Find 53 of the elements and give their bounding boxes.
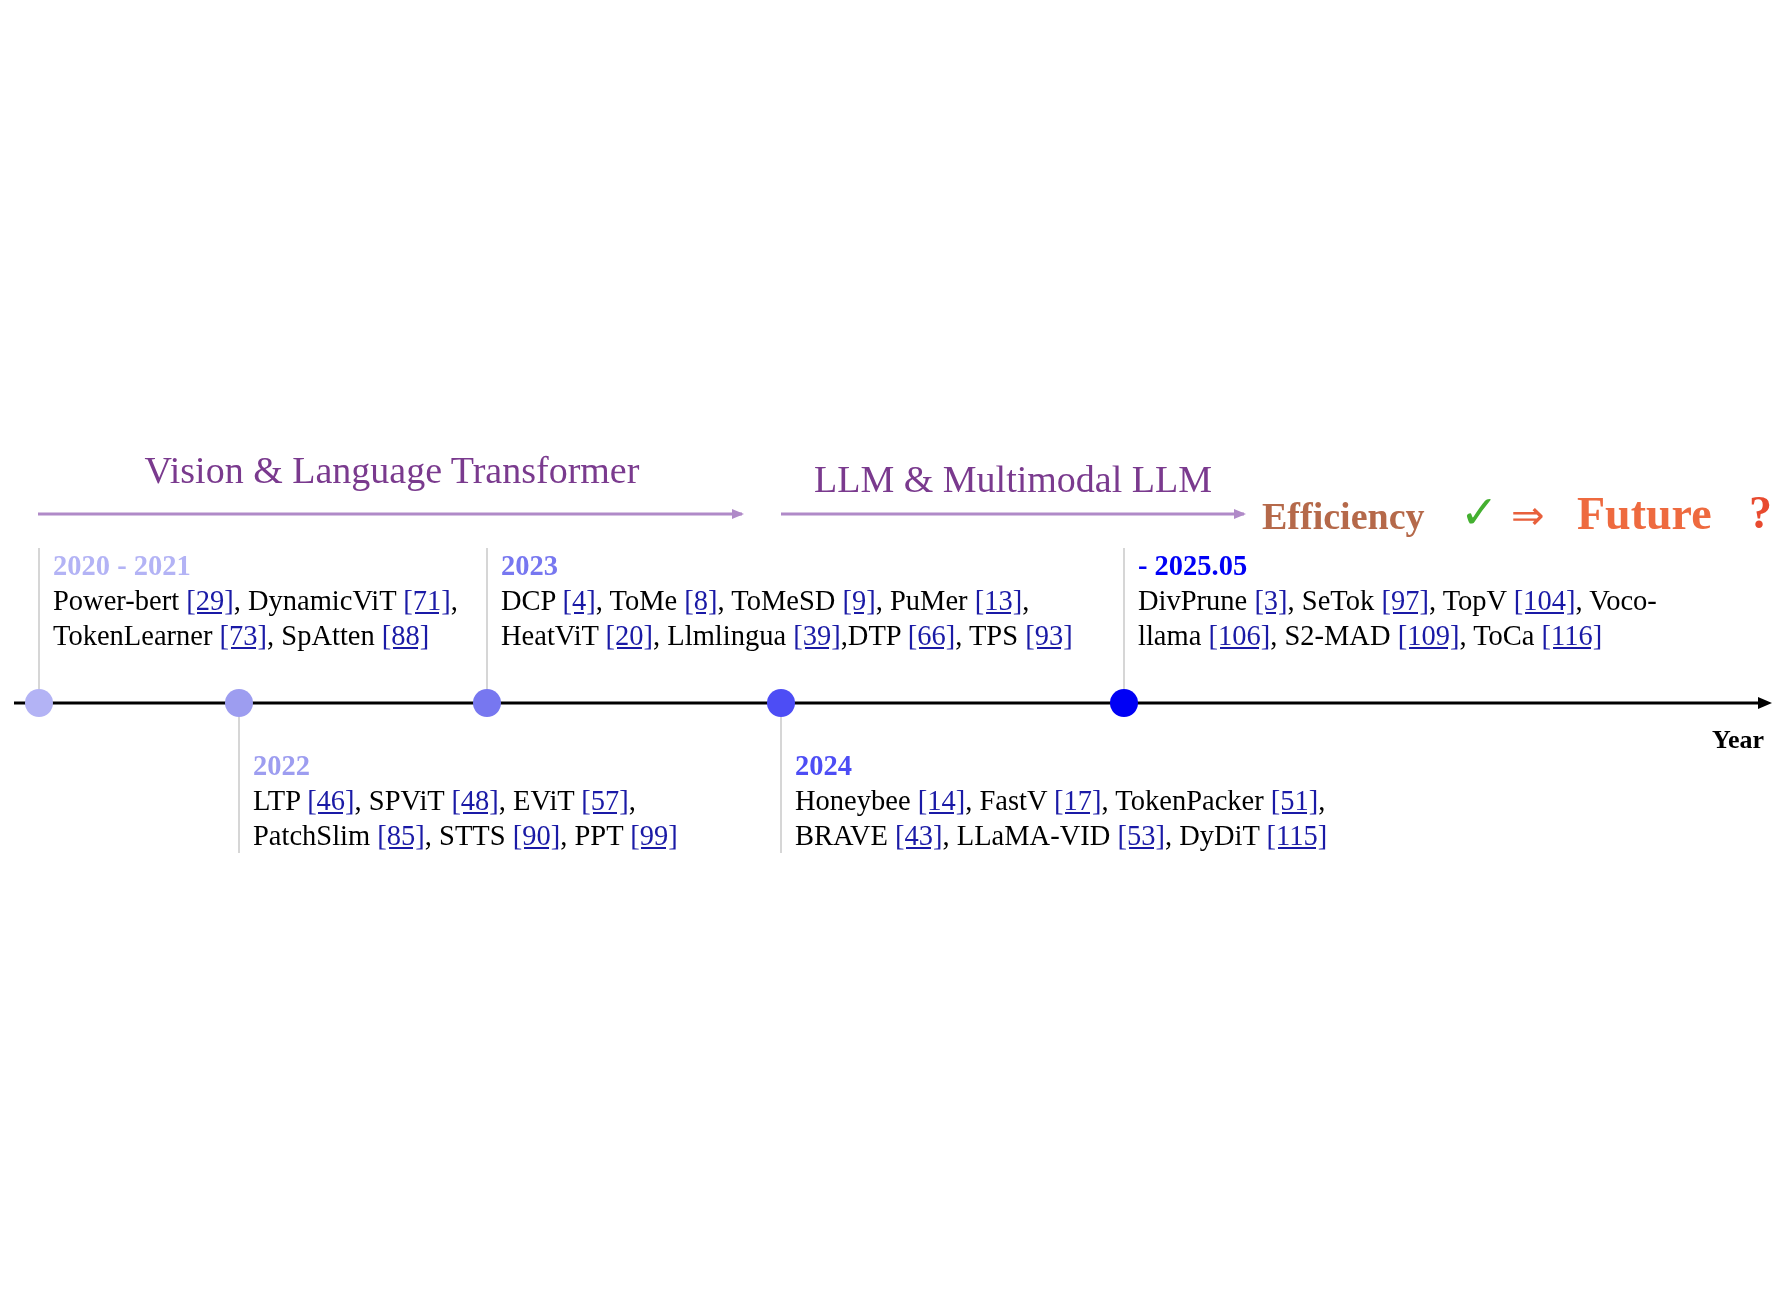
method-list: Power-bert [29], DynamicViT [71], TokenLearner [73], SpAtten [88]: [53, 583, 469, 653]
citation-link: [9]: [842, 585, 876, 616]
citation-link: [48]: [451, 785, 499, 816]
leader-line: [486, 547, 488, 690]
leader-line: [780, 716, 782, 854]
method-list: Honeybee [14], FastV [17], TokenPacker [51], BRAVE [43], LLaMA-VID [53], DyDiT [115]: [795, 783, 1351, 853]
citation-link: [73]: [219, 620, 268, 651]
implies-symbol: ⇒: [1511, 496, 1545, 536]
citation-link: [57]: [581, 785, 629, 816]
year-heading: 2022: [253, 749, 311, 783]
leader-line: [238, 716, 240, 854]
citation-link: [46]: [307, 785, 355, 816]
citation-link: [4]: [562, 585, 596, 616]
citation-link: [66]: [907, 620, 956, 651]
axis-label: Year: [1712, 727, 1764, 753]
citation-link: [93]: [1025, 620, 1073, 651]
check-mark: ✓: [1460, 490, 1499, 536]
leader-line: [38, 547, 40, 690]
citation-link: [29]: [186, 585, 234, 616]
leader-line: [1123, 547, 1125, 690]
efficiency-label: Efficiency: [1262, 497, 1425, 535]
year-heading: 2023: [501, 549, 559, 583]
method-list: DCP [4], ToMe [8], ToMeSD [9], PuMer [13], HeatViT [20], Llmlingua [39],DTP [66], TPS [93]: [501, 583, 1097, 653]
citation-link: [53]: [1117, 820, 1165, 851]
citation-link: [115]: [1266, 820, 1328, 851]
citation-link: [88]: [381, 620, 430, 651]
citation-link: [8]: [684, 585, 718, 616]
method-list: LTP [46], SPViT [48], EViT [57], PatchSlim [85], STTS [90], PPT [99]: [253, 783, 689, 853]
method-list: DivPrune [3], SeTok [97], TopV [104], Voco-llama [106], S2-MAD [109], ToCa [116]: [1138, 583, 1694, 653]
citation-link: [20]: [605, 620, 654, 651]
citation-link: [51]: [1270, 785, 1319, 816]
citation-link: [13]: [974, 585, 1023, 616]
citation-link: [17]: [1054, 785, 1102, 816]
question-mark: ?: [1749, 490, 1772, 536]
section-heading: LLM & Multimodal LLM: [814, 460, 1212, 498]
year-heading: 2024: [795, 749, 853, 783]
citation-link: [3]: [1254, 585, 1288, 616]
citation-link: [116]: [1541, 620, 1603, 651]
citation-link: [85]: [377, 820, 425, 851]
citation-link: [97]: [1381, 585, 1429, 616]
citation-link: [14]: [917, 785, 966, 816]
citation-link: [104]: [1513, 585, 1576, 616]
citation-link: [43]: [895, 820, 943, 851]
citation-link: [109]: [1397, 620, 1460, 651]
year-heading: 2020 - 2021: [53, 549, 192, 583]
year-heading: - 2025.05: [1138, 549, 1249, 583]
citation-link: [90]: [512, 820, 561, 851]
future-label: Future: [1577, 491, 1712, 537]
section-heading: Vision & Language Transformer: [144, 451, 640, 489]
citation-link: [99]: [630, 820, 678, 851]
citation-link: [39]: [793, 620, 841, 651]
citation-link: [71]: [403, 585, 451, 616]
citation-link: [106]: [1208, 620, 1271, 651]
